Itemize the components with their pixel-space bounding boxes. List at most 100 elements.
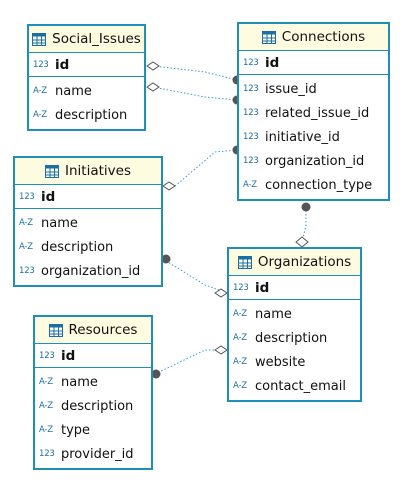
link-marker-diamond xyxy=(146,82,160,92)
column-name: id xyxy=(265,54,280,71)
link-connection-to-organization xyxy=(301,207,307,243)
table-grid-icon xyxy=(261,30,276,44)
column-name: issue_id xyxy=(265,81,317,97)
entity-header[interactable]: Connections xyxy=(239,24,388,51)
numeric-type-icon: 123 xyxy=(39,449,55,459)
column-row[interactable]: 123 issue_id xyxy=(239,77,388,101)
column-name: initiative_id xyxy=(265,129,340,145)
link-issue-to-social-issues xyxy=(152,65,238,81)
link-marker-dot xyxy=(161,254,171,264)
column-name: id xyxy=(55,56,70,73)
text-type-icon: A-Z xyxy=(39,425,53,435)
entity-header[interactable]: Resources xyxy=(35,317,151,344)
column-row[interactable]: A-Z description xyxy=(29,103,144,127)
column-name: contact_email xyxy=(255,378,346,394)
entity-title: Initiatives xyxy=(65,163,131,179)
entity-title: Social_Issues xyxy=(52,31,141,47)
table-grid-icon xyxy=(32,32,47,46)
column-row[interactable]: A-Z contact_email xyxy=(229,374,360,398)
column-row[interactable]: A-Z name xyxy=(229,302,360,326)
numeric-type-icon: 123 xyxy=(19,191,35,202)
column-row[interactable]: 123 organization_id xyxy=(239,149,388,173)
numeric-type-icon: 123 xyxy=(243,132,259,142)
table-grid-icon xyxy=(237,255,252,269)
table-grid-icon xyxy=(48,323,63,337)
link-initiative-to-initiatives xyxy=(174,149,238,187)
column-name: description xyxy=(61,398,134,414)
column-row[interactable]: 123 id xyxy=(239,51,388,74)
link-marker-diamond xyxy=(214,288,228,298)
entity-title: Organizations xyxy=(257,254,352,270)
column-name: provider_id xyxy=(61,446,134,462)
numeric-type-icon: 123 xyxy=(243,156,259,166)
column-row[interactable]: 123 initiative_id xyxy=(239,125,388,149)
link-marker-diamond xyxy=(162,181,176,191)
column-name: related_issue_id xyxy=(265,105,370,121)
entity-header[interactable]: Organizations xyxy=(229,249,360,276)
column-name: id xyxy=(255,279,270,296)
numeric-type-icon: 123 xyxy=(233,282,249,293)
text-type-icon: A-Z xyxy=(19,218,33,228)
column-row[interactable]: A-Z description xyxy=(35,394,151,418)
column-name: connection_type xyxy=(265,177,373,193)
primary-key-section: 123 id xyxy=(229,276,360,300)
column-name: name xyxy=(41,215,78,231)
column-name: id xyxy=(61,347,76,364)
column-name: name xyxy=(255,306,292,322)
text-type-icon: A-Z xyxy=(39,401,53,411)
link-marker-diamond xyxy=(295,236,309,248)
entity-header[interactable]: Social_Issues xyxy=(29,26,144,53)
text-type-icon: A-Z xyxy=(33,86,47,96)
link-marker-diamond xyxy=(146,61,160,71)
column-name: name xyxy=(55,83,92,99)
numeric-type-icon: 123 xyxy=(243,84,259,94)
link-marker-diamond xyxy=(214,345,228,355)
columns-section: 123 issue_id 123 related_issue_id 123 initiat… xyxy=(239,75,388,199)
column-row[interactable]: 123 id xyxy=(229,276,360,299)
column-row[interactable]: A-Z name xyxy=(15,211,161,235)
column-row[interactable]: 123 id xyxy=(35,344,151,367)
link-marker-dot xyxy=(301,202,311,212)
column-row[interactable]: A-Z name xyxy=(29,79,144,103)
column-name: organization_id xyxy=(41,263,141,279)
entity-connections[interactable]: Connections 123 id 123 issue_id 123 related_is… xyxy=(237,22,390,201)
column-name: description xyxy=(55,107,128,123)
column-name: description xyxy=(41,239,114,255)
text-type-icon: A-Z xyxy=(39,377,53,387)
column-name: type xyxy=(61,422,91,438)
entity-header[interactable]: Initiatives xyxy=(15,158,161,185)
numeric-type-icon: 123 xyxy=(243,108,259,118)
column-name: organization_id xyxy=(265,153,365,169)
column-row[interactable]: A-Z name xyxy=(35,370,151,394)
entity-title: Resources xyxy=(68,322,138,338)
text-type-icon: A-Z xyxy=(233,381,247,391)
text-type-icon: A-Z xyxy=(33,110,47,120)
numeric-type-icon: 123 xyxy=(39,350,55,361)
link-related-issue-to-social-issues xyxy=(152,86,238,101)
text-type-icon: A-Z xyxy=(233,333,247,343)
table-grid-icon xyxy=(45,164,59,178)
numeric-type-icon: 123 xyxy=(243,57,259,68)
text-type-icon: A-Z xyxy=(233,309,247,319)
column-row[interactable]: 123 related_issue_id xyxy=(239,101,388,125)
column-row[interactable]: 123 provider_id xyxy=(35,442,151,466)
column-row[interactable]: A-Z type xyxy=(35,418,151,442)
column-name: name xyxy=(61,374,98,390)
